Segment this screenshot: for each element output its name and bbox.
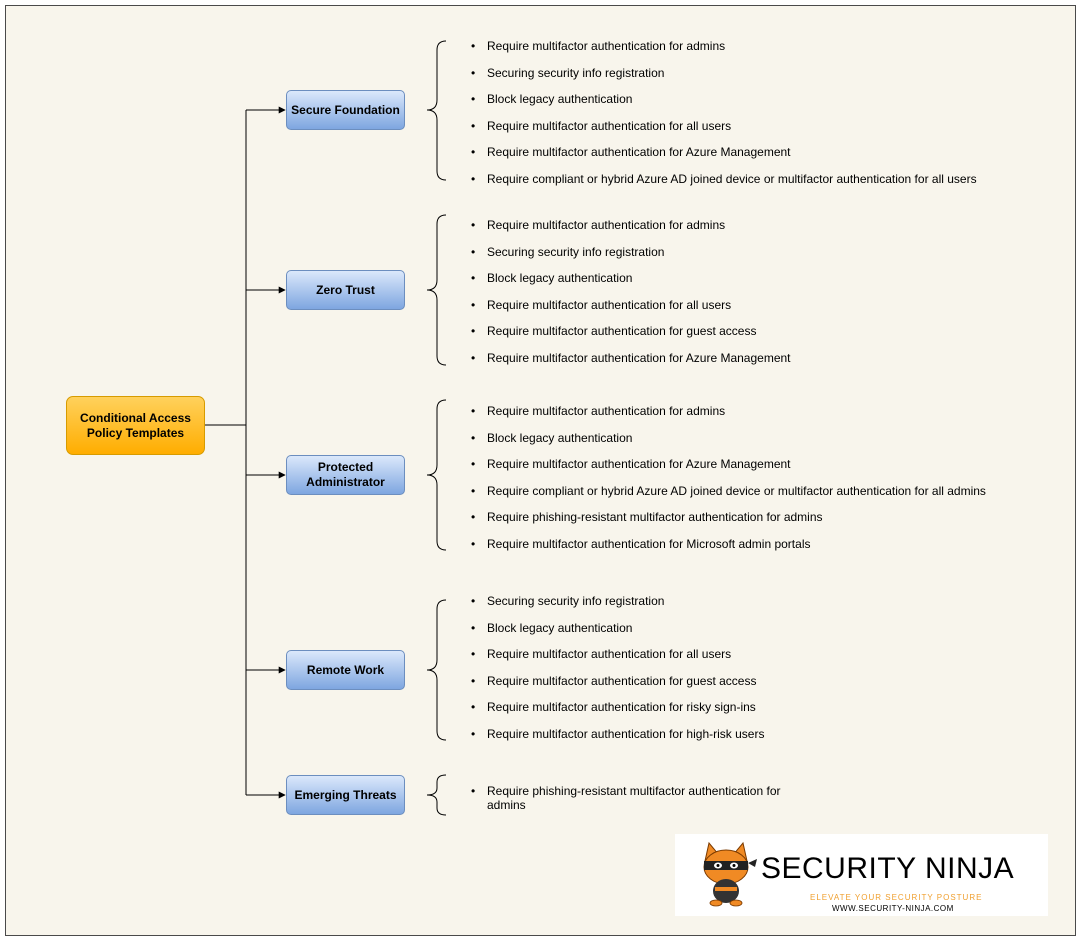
policy-item: Require multifactor authentication for a… [470, 218, 791, 245]
policy-list-secure-foundation: Require multifactor authentication for a… [470, 39, 977, 198]
policy-item: Block legacy authentication [470, 621, 764, 648]
category-label-line1: Protected [317, 460, 374, 474]
brace-zero-trust [426, 214, 447, 366]
policy-item: Block legacy authentication [470, 92, 977, 119]
policy-item: Require multifactor authentication for a… [470, 119, 977, 146]
policy-item: Require multifactor authentication for g… [470, 674, 764, 701]
policy-item: Require compliant or hybrid Azure AD joi… [470, 172, 977, 199]
category-protected-administrator: Protected Administrator [286, 455, 405, 495]
policy-item: Require multifactor authentication for a… [470, 39, 977, 66]
category-remote-work: Remote Work [286, 650, 405, 690]
policy-list-remote-work: Securing security info registration Bloc… [470, 594, 764, 753]
logo-tagline: ELEVATE YOUR SECURITY POSTURE [810, 893, 983, 902]
policy-list-protected-administrator: Require multifactor authentication for a… [470, 404, 986, 563]
policy-item: Block legacy authentication [470, 431, 986, 458]
security-ninja-logo: SECURITY NINJA ELEVATE YOUR SECURITY POS… [675, 834, 1048, 916]
category-label: Remote Work [306, 662, 385, 677]
policy-item: Require phishing-resistant multifactor a… [470, 784, 787, 812]
policy-item: Require multifactor authentication for A… [470, 145, 977, 172]
policy-item: Block legacy authentication [470, 271, 791, 298]
ninja-cat-icon [703, 841, 757, 907]
policy-item: Require multifactor authentication for g… [470, 324, 791, 351]
category-label: Emerging Threats [294, 787, 397, 802]
brace-emerging-threats [426, 774, 447, 816]
root-node-conditional-access: Conditional Access Policy Templates [66, 396, 205, 455]
root-label-line1: Conditional Access [80, 410, 191, 425]
policy-item: Require multifactor authentication for A… [470, 351, 791, 378]
logo-title: SECURITY NINJA [761, 852, 1015, 885]
brace-protected-administrator [426, 399, 447, 551]
category-emerging-threats: Emerging Threats [286, 775, 405, 815]
policy-item: Require multifactor authentication for r… [470, 700, 764, 727]
logo-url: WWW.SECURITY-NINJA.COM [832, 904, 954, 913]
policy-item: Require multifactor authentication for A… [470, 457, 986, 484]
category-label: Zero Trust [316, 282, 375, 297]
brace-secure-foundation [426, 40, 447, 181]
brace-remote-work [426, 599, 447, 741]
policy-item: Securing security info registration [470, 245, 791, 272]
policy-item: Require multifactor authentication for a… [470, 298, 791, 325]
category-zero-trust: Zero Trust [286, 270, 405, 310]
policy-item: Require multifactor authentication for a… [470, 647, 764, 674]
policy-item: Require multifactor authentication for h… [470, 727, 764, 754]
category-secure-foundation: Secure Foundation [286, 90, 405, 130]
policy-item: Require multifactor authentication for a… [470, 404, 986, 431]
policy-item: Securing security info registration [470, 66, 977, 93]
policy-item: Require multifactor authentication for M… [470, 537, 986, 564]
policy-item: Securing security info registration [470, 594, 764, 621]
policy-list-emerging-threats: Require phishing-resistant multifactor a… [470, 784, 787, 812]
policy-list-zero-trust: Require multifactor authentication for a… [470, 218, 791, 377]
policy-item: Require compliant or hybrid Azure AD joi… [470, 484, 986, 511]
root-label-line2: Policy Templates [86, 425, 185, 440]
category-label-line2: Administrator [306, 475, 385, 489]
category-label: Secure Foundation [291, 102, 400, 117]
policy-item: Require phishing-resistant multifactor a… [470, 510, 986, 537]
